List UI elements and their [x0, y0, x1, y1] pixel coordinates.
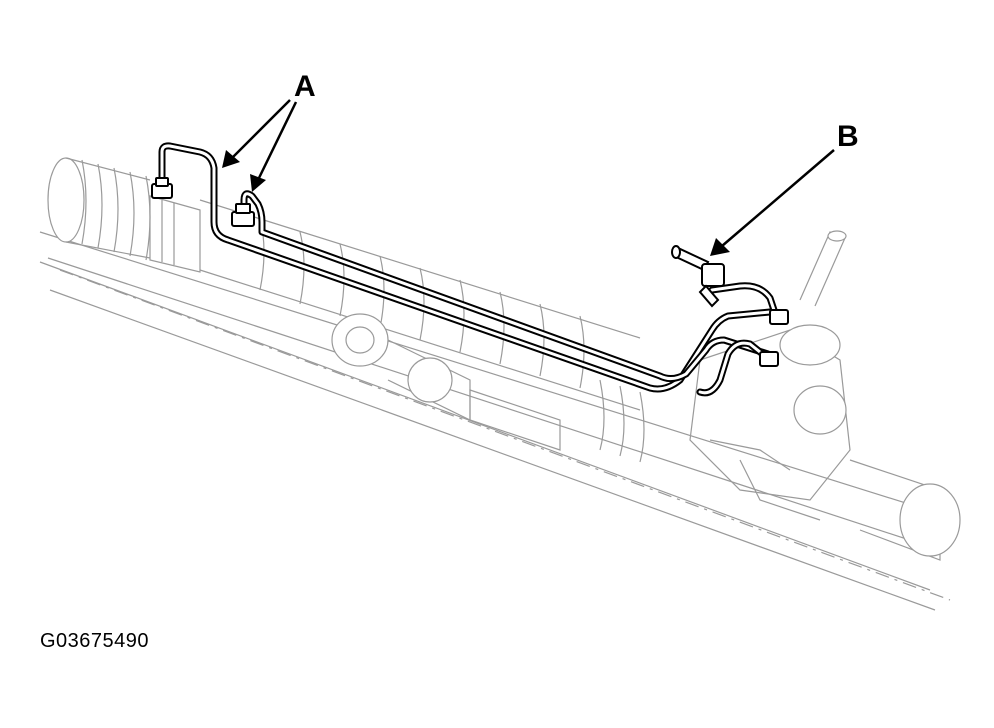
fitting-a-right	[231, 203, 255, 227]
rack-tube-upper-edge	[39, 231, 961, 521]
fitting-lower-right	[759, 351, 779, 367]
return-line-long	[240, 190, 772, 383]
left-bellows-boot	[47, 157, 151, 261]
right-bellows-boot	[599, 379, 645, 463]
lower-rod-sleeve	[469, 389, 561, 451]
bolt-b	[671, 245, 725, 308]
support-rod-bottom	[49, 289, 936, 611]
pinion-shaft	[799, 230, 847, 307]
fitting-a-left	[151, 177, 173, 199]
rack-housing	[199, 199, 641, 411]
left-clamp-band	[149, 195, 201, 273]
rack-centerline	[59, 269, 951, 601]
fittings	[151, 177, 789, 367]
callout-b: B	[837, 120, 859, 153]
steering-rack-body	[39, 157, 961, 611]
callout-a: A	[294, 70, 316, 103]
arrow-a-right	[250, 101, 298, 192]
right-end-tube	[849, 459, 961, 561]
arrow-b	[710, 149, 835, 256]
figure-id: G03675490	[40, 630, 150, 652]
support-rod-top	[39, 261, 931, 591]
center-mount-bushing	[331, 313, 471, 421]
fitting-upper-right	[769, 309, 789, 325]
rack-tube-lower-edge	[47, 257, 941, 551]
fluid-lines	[158, 142, 780, 397]
valve-body	[689, 324, 851, 521]
leader-arrows	[222, 99, 835, 256]
arrow-a-left	[222, 99, 291, 168]
